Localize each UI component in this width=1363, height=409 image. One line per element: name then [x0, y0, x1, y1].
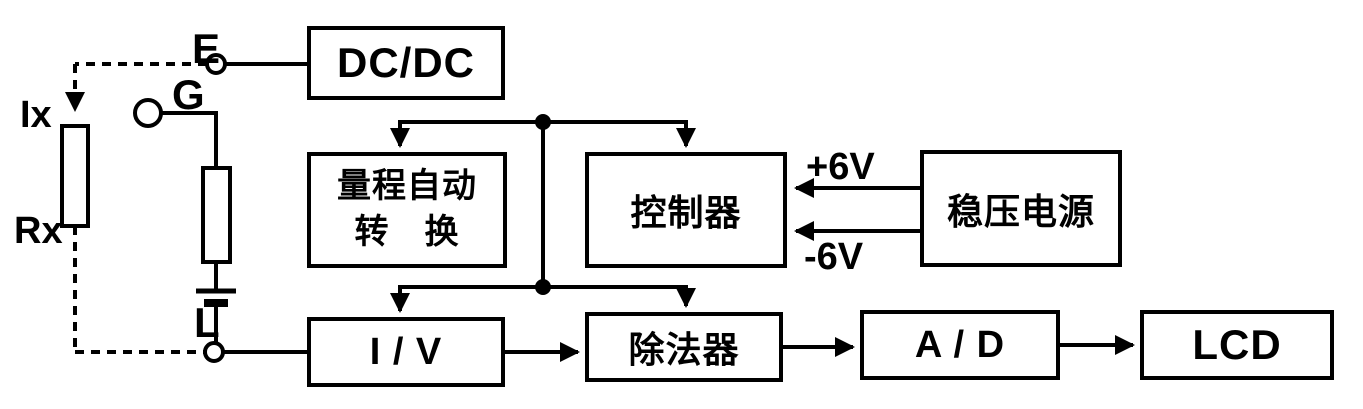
current-ix-label: Ix [20, 94, 52, 136]
block-divider: 除法器 [585, 312, 783, 382]
resistor-rx-symbol [60, 124, 90, 228]
block-range-auto-label-line2: 转 换 [354, 213, 460, 251]
terminal-g-label: G [172, 71, 205, 118]
bus-top-to-controller [543, 120, 696, 148]
block-ad-converter-label: A / D [914, 323, 1006, 366]
block-range-auto-switch: 量程自动 转 换 [307, 152, 507, 268]
junction-dot-top [535, 114, 551, 130]
bus-top-to-range [390, 120, 543, 148]
block-controller: 控制器 [585, 152, 787, 268]
terminal-l-label: L [194, 299, 220, 346]
bus-bottom-to-iv [390, 285, 543, 313]
terminal-e-label: E [192, 25, 221, 72]
minus-6v-label: -6V [804, 236, 864, 278]
block-lcd: LCD [1140, 310, 1334, 380]
bus-bottom-to-divider [543, 285, 696, 308]
block-power-supply: 稳压电源 [920, 150, 1122, 267]
resistor-internal-symbol [201, 166, 232, 264]
plus-6v-label: +6V [806, 146, 875, 188]
block-power-supply-label: 稳压电源 [946, 190, 1095, 232]
terminal-g-symbol [133, 98, 163, 128]
block-ad-converter: A / D [860, 310, 1060, 380]
block-dcdc: DC/DC [307, 26, 505, 100]
terminal-e-symbol [205, 53, 227, 75]
junction-dot-bottom [535, 279, 551, 295]
block-range-auto-label-line1: 量程自动 [337, 167, 477, 206]
block-iv-converter-label: I / V [369, 330, 443, 373]
resistor-rx-label: Rx [14, 210, 63, 252]
block-iv-converter: I / V [307, 317, 505, 387]
block-divider-label: 除法器 [628, 329, 740, 370]
block-controller-label: 控制器 [630, 192, 742, 233]
block-lcd-label: LCD [1192, 321, 1282, 368]
wire-g-branch [161, 111, 218, 168]
block-dcdc-label: DC/DC [337, 39, 475, 86]
